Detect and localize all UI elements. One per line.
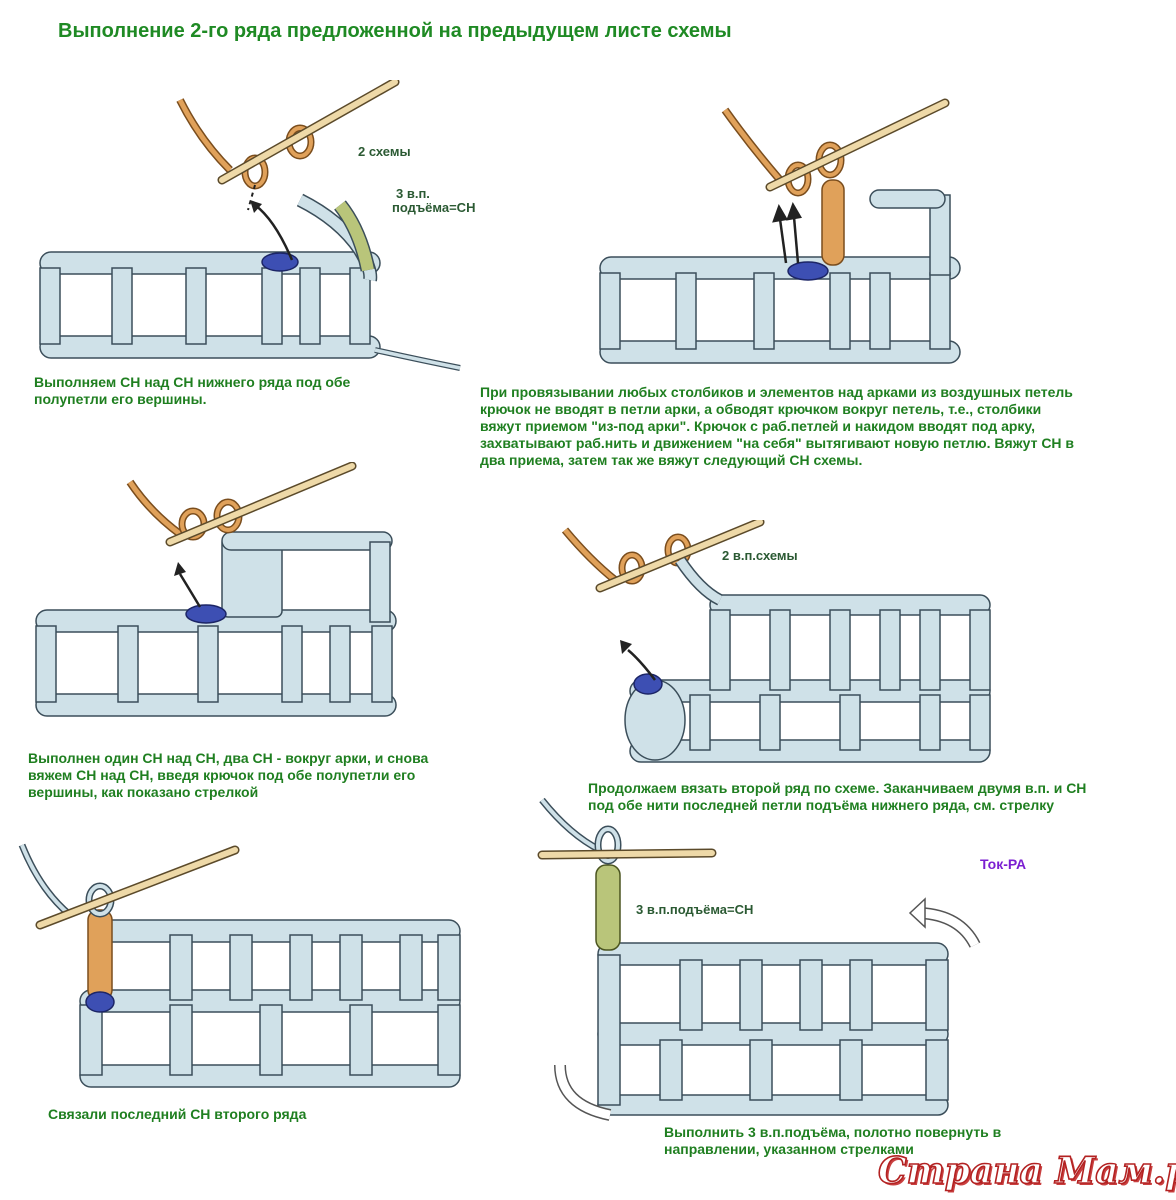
direction-arrow-icon <box>772 202 802 264</box>
crochet-row-fabric <box>39 251 381 359</box>
lift-chain <box>296 193 378 282</box>
crochet-hook-icon <box>35 845 240 930</box>
highlight-stitch <box>85 991 115 1013</box>
diagram-panel-1 <box>39 80 461 371</box>
direction-arrow-icon <box>178 573 202 608</box>
caption-panel-3: Выполнен один СН над СН, два СН - вокруг… <box>28 750 429 800</box>
diagram-panel-4 <box>561 520 991 763</box>
working-yarn <box>18 843 73 918</box>
label-2-schemes: 2 схемы <box>358 144 411 159</box>
highlight-stitch <box>787 261 829 281</box>
turn-arrow-top-icon <box>908 897 981 948</box>
crochet-row-fabric <box>599 189 961 364</box>
highlight-stitch <box>261 252 299 272</box>
lift-chain <box>821 179 845 266</box>
caption-panel-2: При провязывании любых столбиков и элеме… <box>480 384 1075 468</box>
highlight-stitch <box>185 604 227 624</box>
watermark-logo: Страна Мам.ру <box>877 1149 1176 1193</box>
label-2-vp-scheme: 2 в.п.схемы <box>722 548 798 563</box>
caption-panel-6: Выполнить 3 в.п.подъёма, полотно поверну… <box>664 1124 1002 1157</box>
caption-panel-4: Продолжаем вязать второй ряд по схеме. З… <box>588 780 1087 813</box>
crochet-row-fabric <box>79 919 461 1088</box>
crochet-hook-icon <box>595 520 765 593</box>
crochet-row-fabric <box>35 531 397 717</box>
crochet-hook-icon <box>537 848 717 860</box>
label-3-vp: 3 в.п. <box>396 186 430 201</box>
label-lift-dc: подъёма=СН <box>392 200 476 215</box>
diagram-panel-6 <box>537 797 981 1121</box>
label-3-vp-lift: 3 в.п.подъёма=СН <box>636 902 754 917</box>
diagram-panel-3 <box>35 462 397 717</box>
caption-panel-1: Выполняем СН над СН нижнего ряда под обе… <box>34 374 351 407</box>
crochet-hook-icon <box>765 98 950 192</box>
direction-arrow-icon <box>627 649 656 681</box>
diagram-panel-2 <box>599 98 961 364</box>
crochet-row-fabric <box>624 594 991 763</box>
lift-chain <box>87 909 113 1001</box>
crochet-hook-icon <box>217 80 400 185</box>
diagram-panel-5 <box>18 843 461 1088</box>
crochet-hook-icon <box>165 462 357 547</box>
caption-panel-5: Связали последний СН второго ряда <box>48 1106 307 1122</box>
highlight-stitch <box>633 673 663 695</box>
lift-chain <box>595 864 621 951</box>
page-title: Выполнение 2-го ряда предложенной на пре… <box>58 20 732 42</box>
crochet-row-fabric <box>597 942 949 1116</box>
direction-arrow-icon <box>254 204 294 261</box>
author-signature: Ток-РА <box>980 856 1027 872</box>
turn-arrow-bottom-icon <box>554 1064 612 1121</box>
